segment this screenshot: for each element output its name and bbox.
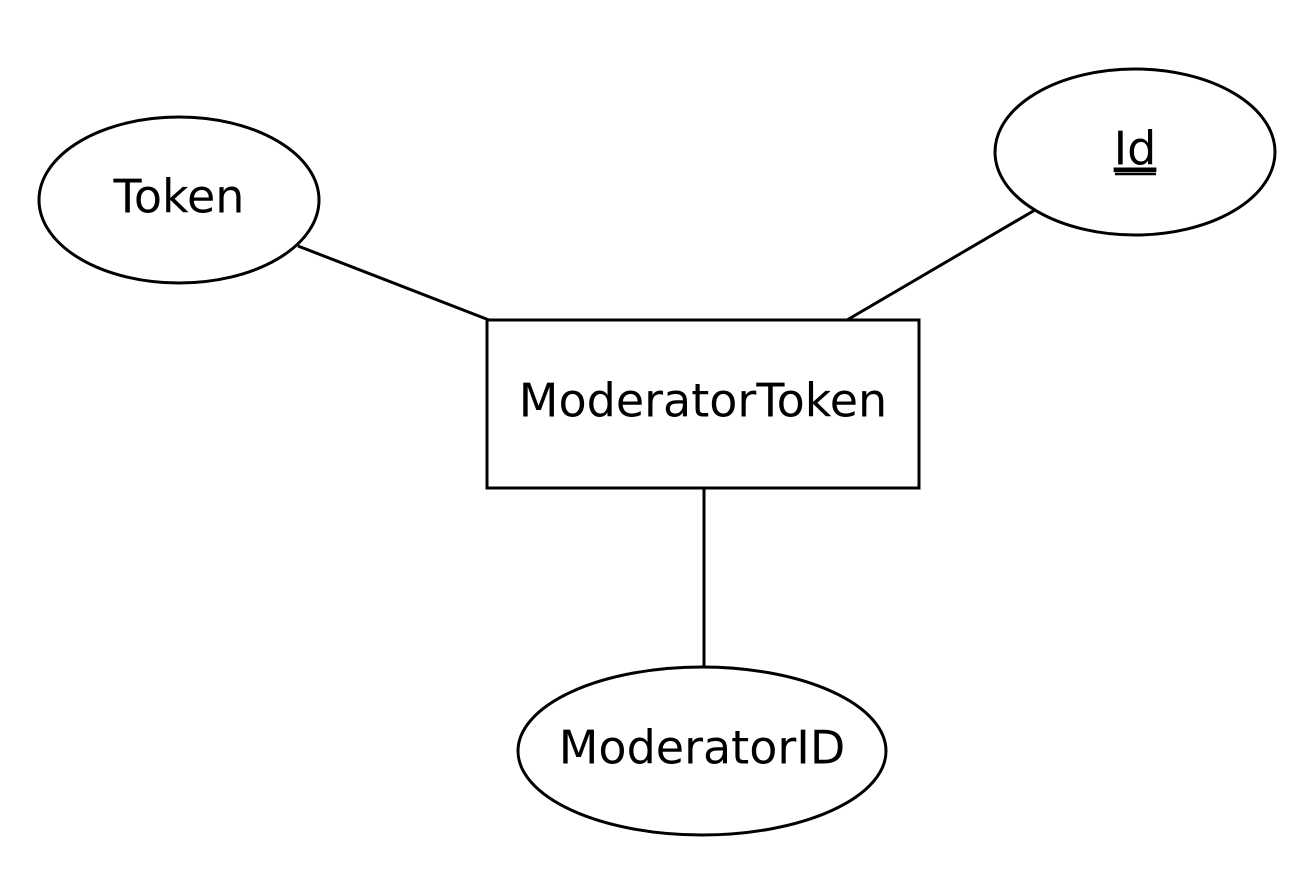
entity-moderator-token: ModeratorToken	[485, 318, 921, 490]
entity-label: ModeratorToken	[519, 374, 887, 428]
attribute-moderator-id: ModeratorID	[516, 665, 888, 837]
entity-box	[485, 318, 921, 490]
attribute-moderator-id-label: ModeratorID	[559, 721, 846, 775]
attribute-id-ellipse	[993, 67, 1277, 237]
attribute-id: Id	[993, 67, 1277, 237]
attribute-id-label: Id	[1114, 122, 1157, 176]
token-connector	[297, 244, 490, 322]
attribute-moderator-id-ellipse	[516, 665, 888, 837]
attribute-token-label: Token	[113, 170, 245, 224]
attribute-token-ellipse	[37, 115, 321, 285]
attribute-token: Token	[37, 115, 321, 285]
id-connector	[846, 208, 1036, 322]
